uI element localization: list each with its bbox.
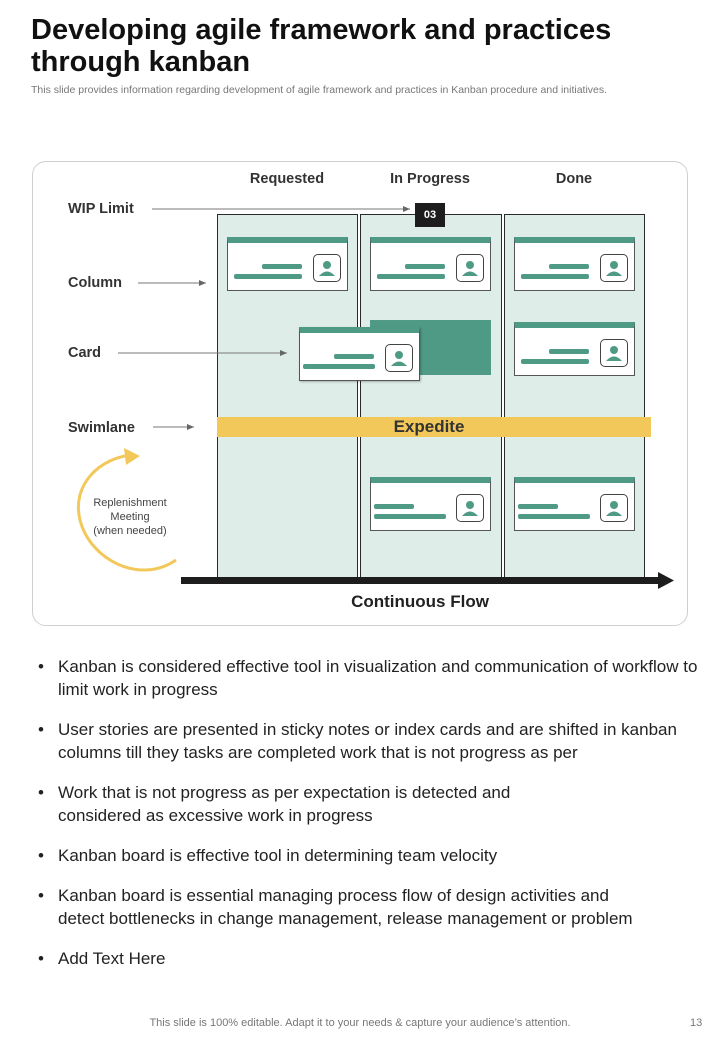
replenishment-cycle-arc <box>77 454 177 572</box>
user-avatar-icon <box>600 339 628 367</box>
kanban-card <box>514 322 635 376</box>
replenishment-line-1: Replenishment <box>93 497 167 509</box>
continuous-flow-label: Continuous Flow <box>351 592 489 611</box>
column-header-done: Done <box>555 171 593 187</box>
slide-title: Developing agile framework and practices… <box>31 14 612 78</box>
bullet-item: Kanban is considered effective tool in v… <box>38 655 708 701</box>
wip-limit-badge: 03 <box>415 203 445 227</box>
user-avatar-icon <box>600 254 628 282</box>
kanban-card <box>370 237 491 291</box>
bullet-item: Kanban board is effective tool in determ… <box>38 844 708 867</box>
user-avatar-icon <box>456 494 484 522</box>
legend-column: Column <box>68 275 122 291</box>
replenishment-arrow-head <box>124 448 140 465</box>
legend-swimlane: Swimlane <box>68 420 135 436</box>
slide-subtitle: This slide provides information regardin… <box>31 84 608 96</box>
user-avatar-icon <box>600 494 628 522</box>
user-avatar-icon <box>313 254 341 282</box>
legend-wip-limit: WIP Limit <box>68 201 134 217</box>
kanban-card <box>514 477 635 531</box>
legend-card: Card <box>68 345 102 361</box>
continuous-flow-arrow-head <box>658 572 674 589</box>
kanban-card <box>227 237 348 291</box>
user-avatar-icon <box>385 344 413 372</box>
user-avatar-icon <box>456 254 484 282</box>
bullet-list: Kanban is considered effective tool in v… <box>38 655 708 987</box>
footer-note: This slide is 100% editable. Adapt it to… <box>149 1017 571 1029</box>
kanban-card <box>514 237 635 291</box>
bullet-item: Work that is not progress as per expecta… <box>38 781 578 827</box>
diagram-arrows <box>77 206 674 589</box>
replenishment-meeting-label: Replenishment Meeting (when needed) <box>78 496 182 538</box>
expedite-swimlane <box>217 417 651 437</box>
bullet-item: Kanban board is essential managing proce… <box>38 884 658 930</box>
bullet-item: User stories are presented in sticky not… <box>38 718 698 764</box>
column-header-in-progress: In Progress <box>390 171 470 187</box>
expedite-label: Expedite <box>393 417 465 436</box>
kanban-card-moving <box>299 327 420 381</box>
replenishment-line-3: (when needed) <box>93 525 167 537</box>
continuous-flow-shaft <box>181 577 661 584</box>
page-number: 13 <box>690 1017 703 1029</box>
kanban-diagram-frame <box>32 161 688 626</box>
bullet-item: Add Text Here <box>38 947 708 970</box>
column-header-requested: Requested <box>249 171 325 187</box>
kanban-card <box>370 477 491 531</box>
replenishment-line-2: Meeting <box>110 511 150 523</box>
